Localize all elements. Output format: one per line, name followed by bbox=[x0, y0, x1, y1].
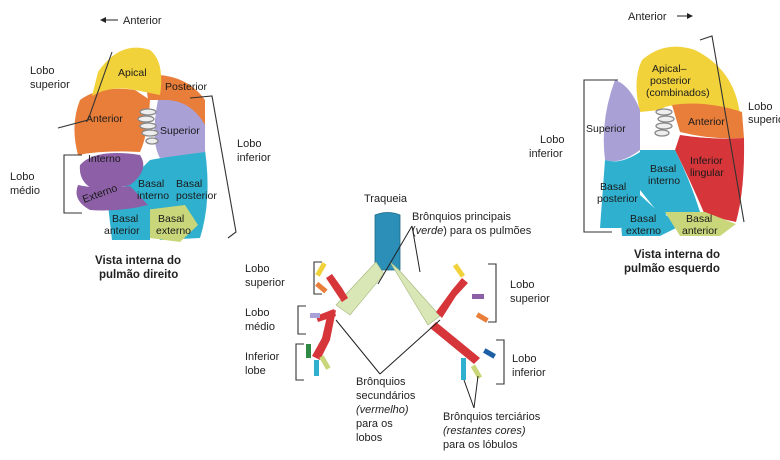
bracket-bronchi-left-medio bbox=[298, 306, 306, 334]
right-lung-title-2: pulmão direito bbox=[99, 269, 178, 281]
segment-basal-anterior-left-label-2: anterior bbox=[682, 225, 718, 237]
segment-basal-posterior-label-2: posterior bbox=[176, 190, 217, 202]
principais-label-1: Brônquios principais bbox=[412, 211, 512, 223]
bronchi-left-medio-label-2: médio bbox=[245, 321, 275, 333]
orientation-label-right: Anterior bbox=[123, 15, 162, 27]
tertiary-tube bbox=[453, 263, 465, 277]
tertiary-tube bbox=[472, 294, 484, 299]
secundarios-label-2: secundários bbox=[356, 390, 416, 402]
terciarios-label-3: para os lóbulos bbox=[443, 439, 518, 451]
segment-inferior-lingular-label-2: lingular bbox=[690, 167, 724, 179]
bronchi-right-inferior-label-1: Lobo bbox=[512, 353, 536, 365]
segment-basal-interno-left-label-1: Basal bbox=[650, 163, 676, 175]
tertiary-tube bbox=[476, 312, 489, 322]
segment-apical-label: Apical bbox=[118, 67, 147, 79]
bracket-lobo-medio bbox=[64, 155, 82, 213]
lobo-inferior-left-label-1: Lobo bbox=[540, 134, 564, 146]
lobo-superior-label-1: Lobo bbox=[30, 65, 54, 77]
bronchi-left-inferior-label-2: lobe bbox=[245, 365, 266, 377]
orientation-label-left: Anterior bbox=[628, 11, 667, 23]
segment-basal-externo-left-label-2: externo bbox=[626, 225, 661, 237]
segment-superior-left-label: Superior bbox=[586, 123, 626, 135]
bronchial-tree: Traqueia Brônquios principais (verde) pa… bbox=[245, 193, 550, 451]
segment-basal-interno-label-1: Basal bbox=[138, 178, 164, 190]
tertiary-tube bbox=[461, 358, 466, 380]
segment-basal-externo-label-1: Basal bbox=[158, 213, 184, 225]
bronchi-left-superior-label-2: superior bbox=[245, 277, 285, 289]
lobo-medio-label-2: médio bbox=[10, 185, 40, 197]
segment-apical-posterior-label-2: posterior bbox=[650, 75, 691, 87]
main-bronchus-right-shape bbox=[336, 262, 384, 315]
lobo-superior-left-label-2: superior bbox=[748, 114, 780, 126]
segment-basal-externo-label-2: externo bbox=[156, 225, 191, 237]
orientation-arrow-right-lung: Anterior bbox=[100, 15, 162, 27]
left-lung-title-2: pulmão esquerdo bbox=[624, 263, 720, 275]
segment-basal-posterior-left-label-2: posterior bbox=[597, 193, 638, 205]
main-bronchus-left-shape bbox=[390, 262, 440, 325]
right-lung: Apical Posterior Anterior Superior Inter… bbox=[10, 15, 271, 281]
left-lung: Apical– posterior (combinados) Superior … bbox=[529, 11, 780, 275]
orientation-arrow-left-lung: Anterior bbox=[628, 11, 693, 23]
secundarios-label-4: para os bbox=[356, 418, 393, 430]
terciarios-label-1: Brônquios terciários bbox=[443, 411, 541, 423]
bronchi-left-superior-label-1: Lobo bbox=[245, 263, 269, 275]
tertiary-tube bbox=[315, 262, 326, 277]
secondary-bronchus-left-lower bbox=[430, 322, 480, 364]
bronchi-right-superior-label-2: superior bbox=[510, 293, 550, 305]
bracket-bronchi-left-inferior bbox=[296, 344, 304, 380]
segment-basal-externo-left-label-1: Basal bbox=[630, 213, 656, 225]
tertiary-tube bbox=[310, 313, 320, 318]
secundarios-label-1: Brônquios bbox=[356, 376, 406, 388]
segment-basal-posterior-left-label-1: Basal bbox=[600, 181, 626, 193]
segment-apical-posterior-label-1: Apical– bbox=[652, 63, 687, 75]
segment-superior-left-shape bbox=[604, 80, 640, 161]
segment-basal-posterior-label-1: Basal bbox=[176, 178, 202, 190]
tertiary-tube bbox=[315, 282, 327, 294]
bronchi-right-inferior-label-2: inferior bbox=[512, 367, 546, 379]
lobo-medio-label-1: Lobo bbox=[10, 171, 34, 183]
trachea-shape bbox=[375, 213, 400, 271]
lobo-inferior-label-1: Lobo bbox=[237, 138, 261, 150]
tertiary-tube bbox=[314, 360, 319, 376]
secondary-bronchus-left-upper bbox=[436, 278, 468, 318]
tertiary-tube bbox=[319, 355, 330, 370]
segment-superior-label: Superior bbox=[160, 125, 200, 137]
traqueia-label: Traqueia bbox=[364, 193, 408, 205]
segment-basal-anterior-label-1: Basal bbox=[112, 213, 138, 225]
segment-basal-anterior-left-label-1: Basal bbox=[686, 213, 712, 225]
right-lung-title-1: Vista interna do bbox=[95, 255, 181, 267]
segment-anterior-label: Anterior bbox=[86, 113, 123, 125]
bronchi-left-medio-label-1: Lobo bbox=[245, 307, 269, 319]
secondary-bronchus-right-upper bbox=[326, 274, 348, 302]
bracket-bronchi-right-superior bbox=[488, 264, 496, 322]
principais-label-2: (verde) para os pulmões bbox=[412, 225, 532, 237]
segment-apical-posterior-label-3: (combinados) bbox=[646, 87, 710, 99]
lobo-inferior-left-label-2: inferior bbox=[529, 148, 563, 160]
bracket-bronchi-right-inferior bbox=[496, 340, 504, 384]
segment-basal-interno-label-2: interno bbox=[137, 190, 169, 202]
lobo-superior-left-label-1: Lobo bbox=[748, 101, 772, 113]
bronchi-left-inferior-label-1: Inferior bbox=[245, 351, 280, 363]
tertiary-tube bbox=[306, 344, 311, 358]
tertiary-tube bbox=[471, 364, 482, 379]
segment-basal-anterior-label-2: anterior bbox=[104, 225, 140, 237]
segment-inferior-lingular-label-1: Inferior bbox=[690, 155, 723, 167]
lobo-inferior-label-2: inferior bbox=[237, 152, 271, 164]
segment-anterior-left-label: Anterior bbox=[688, 116, 725, 128]
segment-basal-interno-left-label-2: interno bbox=[648, 175, 680, 187]
segment-interno-label: Interno bbox=[88, 153, 121, 165]
terciarios-label-2: (restantes cores) bbox=[443, 425, 526, 437]
left-lung-title-1: Vista interna do bbox=[634, 249, 720, 261]
segment-posterior-label: Posterior bbox=[165, 81, 208, 93]
secundarios-leader bbox=[336, 320, 440, 374]
bronchi-right-superior-label-1: Lobo bbox=[510, 279, 534, 291]
lobo-superior-label-2: superior bbox=[30, 79, 70, 91]
tertiary-tube bbox=[483, 348, 496, 358]
terciarios-leader bbox=[464, 376, 478, 408]
hilum-left-icon bbox=[655, 109, 674, 136]
secundarios-label-5: lobos bbox=[356, 432, 383, 444]
secundarios-label-3: (vermelho) bbox=[356, 404, 409, 416]
